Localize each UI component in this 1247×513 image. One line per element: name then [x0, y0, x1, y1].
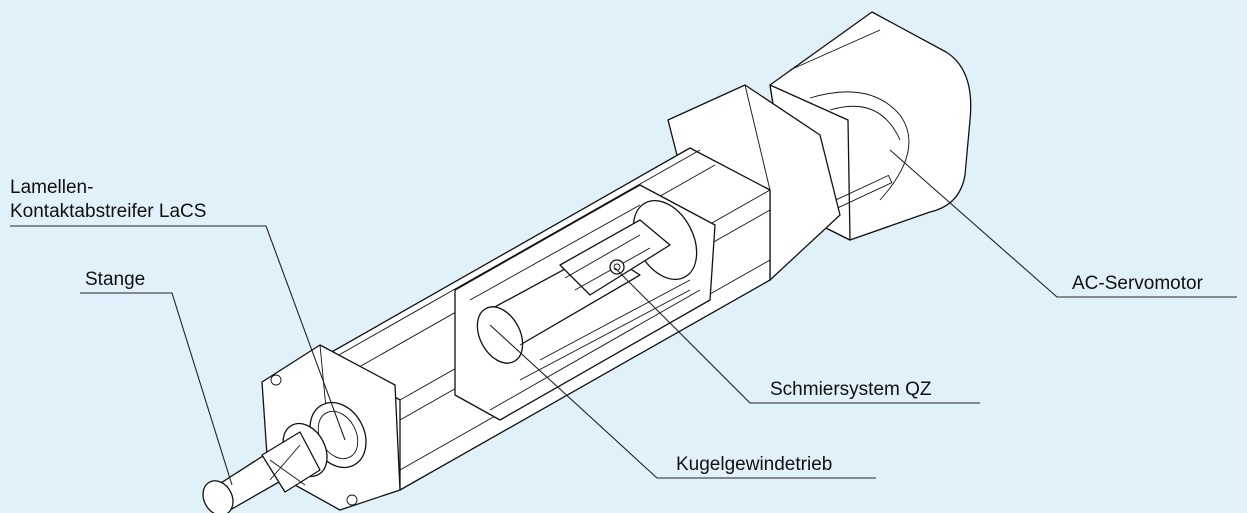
- label-lacs-line2: Kontaktabstreifer LaCS: [10, 201, 207, 222]
- lubrication-qz: [559, 200, 698, 296]
- leader-stange: [80, 292, 233, 486]
- leader-servomotor: [889, 149, 1237, 298]
- label-ac-servomotor: AC-Servomotor: [1072, 273, 1203, 294]
- leader-kugelgewindetrieb: [489, 324, 876, 479]
- rod: [202, 431, 321, 513]
- label-schmiersystem: Schmiersystem QZ: [770, 379, 932, 400]
- label-lacs-line1: Lamellen-: [10, 177, 94, 198]
- leader-schmiersystem: [614, 267, 980, 404]
- leader-lines: [10, 149, 1237, 486]
- label-kugelgewindetrieb: Kugelgewindetrieb: [676, 454, 833, 475]
- leader-lacs: [10, 225, 346, 441]
- label-stange: Stange: [85, 269, 146, 290]
